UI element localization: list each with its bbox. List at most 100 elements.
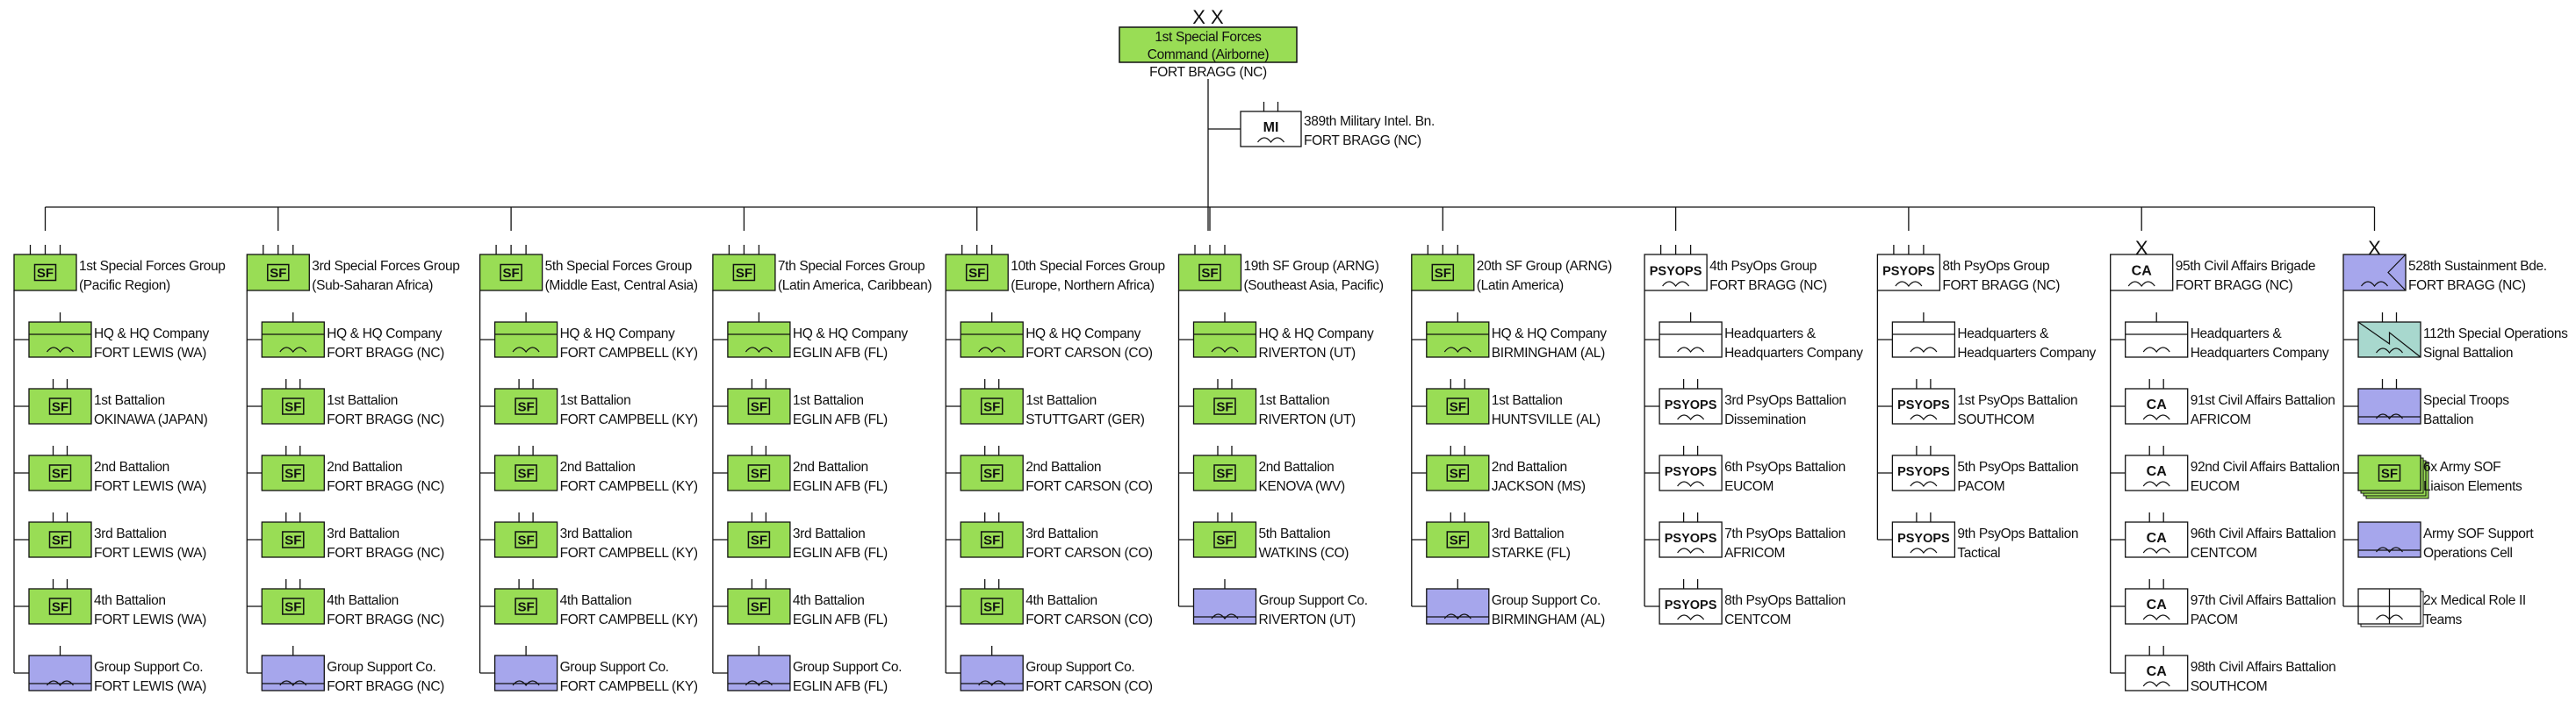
subordinate-unit[interactable]: Group Support Co.EGLIN AFB (FL) (712, 646, 902, 694)
sf-badge (282, 398, 305, 415)
airborne-icon (978, 347, 1006, 353)
ca-icon: CA (2147, 598, 2168, 612)
unit-location: FORT BRAGG (NC) (327, 546, 444, 561)
subordinate-unit[interactable]: Group Support Co.BIRMINGHAM (AL) (1411, 579, 1605, 627)
psyops-icon: PSYOPS (1665, 598, 1717, 612)
unit-location: (Southeast Asia, Pacific) (1244, 278, 1384, 293)
subordinate-unit[interactable]: Group Support Co.FORT BRAGG (NC) (247, 646, 445, 694)
subordinate-unit[interactable]: Group Support Co.FORT CAMPBELL (KY) (479, 646, 698, 694)
unit-location: Signal Battalion (2423, 346, 2513, 361)
sf-icon: SF (284, 534, 301, 548)
group-unit[interactable]: 528th Sustainment Bde.FORT BRAGG (NC) (2342, 254, 2547, 293)
unit-location: BIRMINGHAM (AL) (1492, 612, 1605, 627)
unit-name: 7th Special Forces Group (778, 259, 925, 274)
subordinate-unit[interactable]: Headquarters &Headquarters Company (2110, 312, 2329, 361)
unit-name: 3rd Battalion (94, 526, 166, 541)
sf-badge (1446, 464, 1470, 482)
subordinate-unit[interactable]: Headquarters &Headquarters Company (1877, 312, 2097, 361)
unit-name: 2nd Battalion (327, 460, 402, 475)
sf-unit-box (1411, 254, 1475, 291)
unit-name: HQ & HQ Company (793, 326, 908, 341)
airborne-icon (1677, 347, 1705, 353)
unit-location: EGLIN AFB (FL) (793, 546, 888, 561)
unit-name: 3rd Battalion (1025, 526, 1097, 541)
sf-unit-box (28, 521, 92, 558)
airborne-icon (1443, 347, 1471, 353)
sf-badge (267, 263, 290, 282)
subordinate-unit[interactable]: Group Support Co.FORT CARSON (CO) (946, 646, 1153, 694)
unit-name: 3rd Special Forces Group (312, 259, 459, 274)
subordinate-unit[interactable]: Group Support Co.FORT LEWIS (WA) (14, 646, 206, 694)
sf-unit-box (960, 588, 1024, 625)
airborne-icon (47, 347, 74, 353)
airborne-icon (1677, 481, 1705, 487)
unit-name: Army SOF Support (2423, 526, 2534, 541)
subordinate-unit[interactable]: Group Support Co.RIVERTON (UT) (1178, 579, 1368, 627)
subordinate-unit[interactable]: Headquarters &Headquarters Company (1644, 312, 1864, 361)
sf-badge (48, 464, 72, 482)
